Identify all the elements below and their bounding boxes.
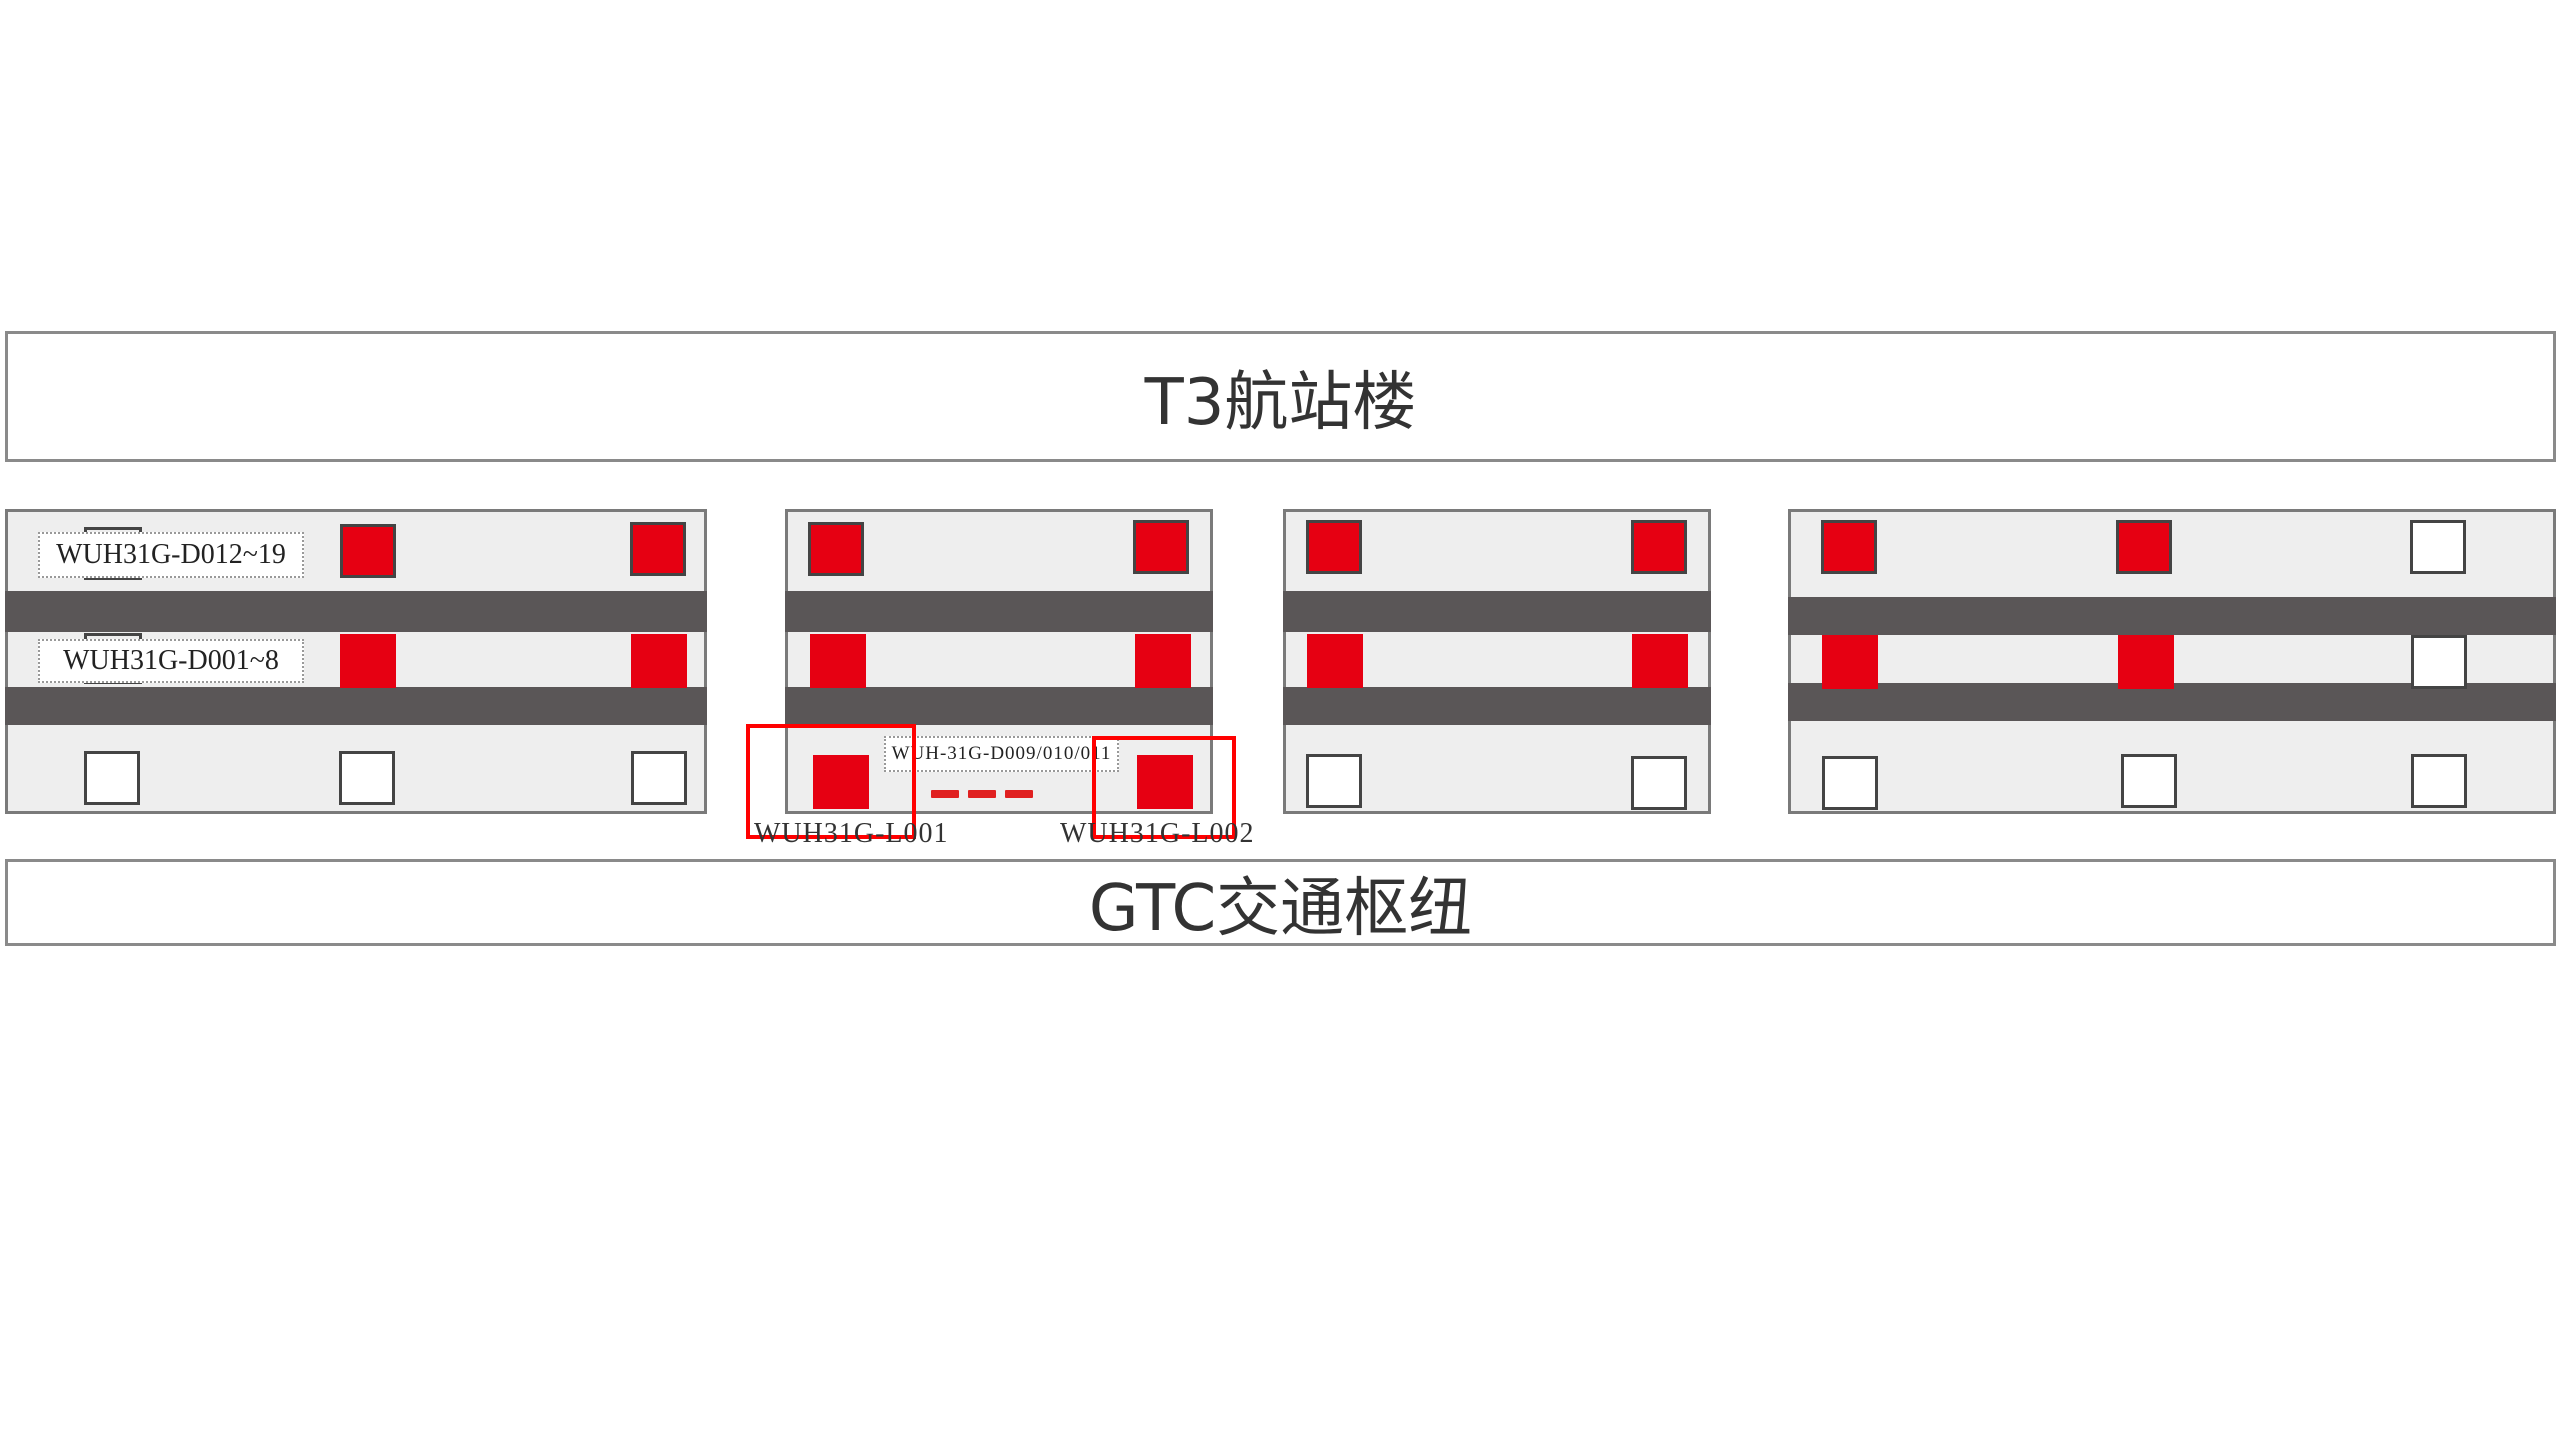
road-lane	[1283, 687, 1711, 725]
stand-label-l002: WUH31G-L002	[1060, 818, 1255, 849]
stand-occupied[interactable]	[2116, 520, 2172, 574]
stand-free[interactable]	[1631, 756, 1687, 810]
road-lane	[785, 591, 1213, 632]
stand-free[interactable]	[2411, 635, 2467, 689]
gtc-hub-bar: GTC交通枢纽	[5, 859, 2556, 946]
stand-label-l001: WUH31G-L001	[754, 818, 949, 849]
stand-free[interactable]	[2410, 520, 2466, 574]
bracket-mark	[84, 633, 142, 639]
stand-occupied[interactable]	[630, 522, 686, 576]
stand-free[interactable]	[2411, 754, 2467, 808]
t3-terminal-bar: T3航站楼	[5, 331, 2556, 462]
stand-occupied[interactable]	[1135, 634, 1191, 688]
dash-mark	[968, 790, 996, 798]
highlight-box-l001	[746, 724, 916, 839]
stand-free[interactable]	[1822, 756, 1878, 810]
stand-occupied[interactable]	[1822, 635, 1878, 689]
dash-mark	[931, 790, 959, 798]
stand-occupied[interactable]	[810, 634, 866, 688]
road-lane	[1283, 591, 1711, 632]
stand-occupied[interactable]	[340, 634, 396, 688]
road-lane	[5, 687, 707, 725]
gtc-hub-label: GTC交通枢纽	[1088, 871, 1473, 946]
stand-occupied[interactable]	[631, 634, 687, 688]
highlight-box-l002	[1092, 736, 1236, 839]
stand-occupied[interactable]	[1821, 520, 1877, 574]
dash-mark	[1005, 790, 1033, 798]
stand-occupied[interactable]	[808, 522, 864, 576]
road-lane	[5, 591, 707, 632]
gate-label: WUH-31G-D009/010/011	[884, 736, 1119, 772]
road-lane	[1788, 597, 2556, 635]
stand-occupied[interactable]	[1133, 520, 1189, 574]
road-lane	[1788, 683, 2556, 721]
stand-occupied[interactable]	[813, 755, 869, 809]
stand-occupied[interactable]	[1632, 634, 1688, 688]
stand-occupied[interactable]	[1137, 755, 1193, 809]
stand-free[interactable]	[2121, 754, 2177, 808]
stand-occupied[interactable]	[1306, 520, 1362, 574]
stand-free[interactable]	[339, 751, 395, 805]
stand-occupied[interactable]	[2118, 635, 2174, 689]
stand-occupied[interactable]	[1631, 520, 1687, 574]
gate-label: WUH31G-D012~19	[38, 532, 304, 578]
stand-occupied[interactable]	[1307, 634, 1363, 688]
stand-free[interactable]	[84, 751, 140, 805]
t3-terminal-label: T3航站楼	[1144, 365, 1417, 440]
road-lane	[785, 687, 1213, 725]
gate-label: WUH31G-D001~8	[38, 639, 304, 683]
stand-occupied[interactable]	[340, 524, 396, 578]
stand-free[interactable]	[1306, 754, 1362, 808]
stand-free[interactable]	[631, 751, 687, 805]
bracket-mark	[84, 527, 142, 533]
